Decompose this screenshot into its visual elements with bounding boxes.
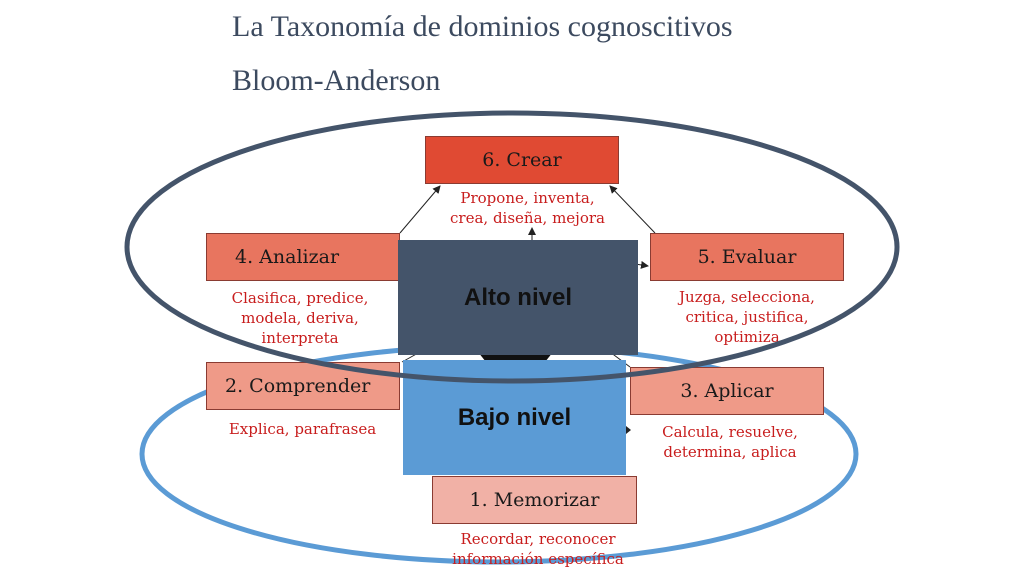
desc-crear-line: Propone, inventa, — [460, 189, 595, 207]
desc-aplicar-line: determina, aplica — [663, 443, 797, 461]
desc-comprender: Explica, parafrasea — [200, 419, 405, 439]
desc-analizar: Clasifica, predice, modela, deriva, inte… — [200, 288, 400, 348]
box-crear: 6. Crear — [425, 136, 619, 184]
desc-memorizar-line: información específica — [452, 550, 624, 568]
desc-analizar-line: interpreta — [261, 329, 339, 347]
desc-comprender-line: Explica, parafrasea — [228, 420, 377, 438]
arrow-bajo-to-aplicar — [626, 426, 631, 434]
box-comprender: 2. Comprender — [206, 362, 400, 410]
desc-evaluar-line: critica, justifica, — [685, 308, 809, 326]
desc-evaluar-line: optimiza — [714, 328, 780, 346]
desc-memorizar: Recordar, reconocer información específi… — [418, 529, 658, 569]
page-title: La Taxonomía de dominios cognoscitivos — [232, 10, 733, 43]
desc-analizar-line: Clasifica, predice, — [231, 289, 369, 307]
desc-aplicar-line: Calcula, resuelve, — [662, 423, 798, 441]
desc-aplicar: Calcula, resuelve, determina, aplica — [630, 422, 830, 462]
box-memorizar: 1. Memorizar — [432, 476, 637, 524]
box-analizar: 4. Analizar — [206, 233, 400, 281]
box-evaluar: 5. Evaluar — [650, 233, 844, 281]
desc-evaluar-line: Juzga, selecciona, — [679, 288, 815, 306]
bajo-nivel-label: Bajo nivel — [403, 360, 626, 475]
desc-analizar-line: modela, deriva, — [241, 309, 359, 327]
desc-crear: Propone, inventa, crea, diseña, mejora — [420, 188, 635, 228]
page-subtitle: Bloom-Anderson — [232, 64, 441, 97]
desc-crear-line: crea, diseña, mejora — [450, 209, 605, 227]
desc-evaluar: Juzga, selecciona, critica, justifica, o… — [650, 287, 844, 347]
alto-nivel-label: Alto nivel — [398, 240, 638, 355]
box-aplicar: 3. Aplicar — [630, 367, 824, 415]
desc-memorizar-line: Recordar, reconocer — [460, 530, 616, 548]
